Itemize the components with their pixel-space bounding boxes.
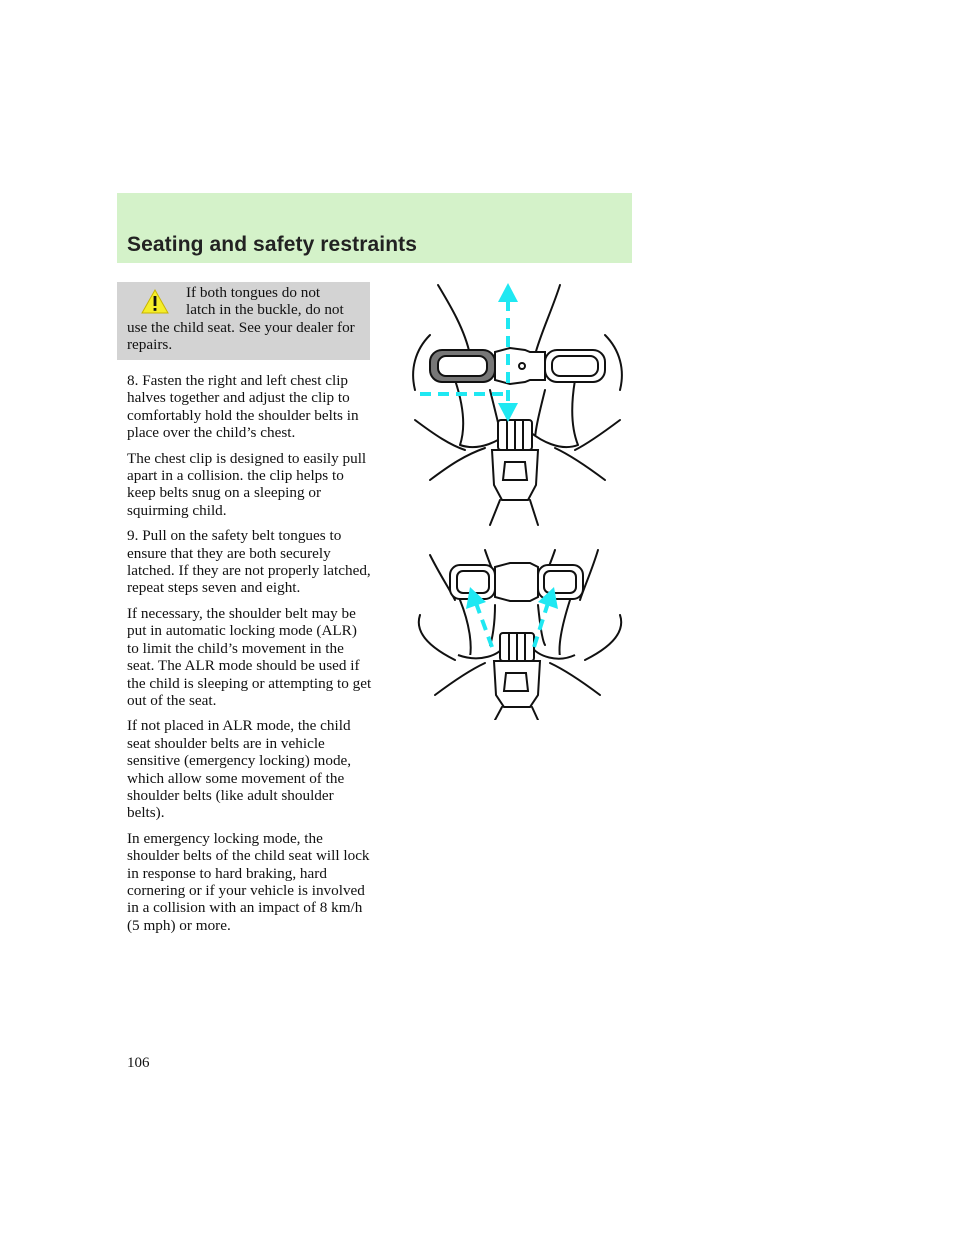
warning-line-2: latch in the buckle, do not xyxy=(186,301,344,319)
step-9-paragraph: 9. Pull on the safety belt tongues to en… xyxy=(127,527,371,597)
vehicle-sensitive-paragraph: If not placed in ALR mode, the child sea… xyxy=(127,717,352,822)
section-header-band: Seating and safety restraints xyxy=(117,193,632,263)
section-title: Seating and safety restraints xyxy=(127,233,417,256)
alr-mode-paragraph: If necessary, the shoulder belt may be p… xyxy=(127,604,372,709)
warning-triangle-icon xyxy=(141,288,169,314)
page-number: 106 xyxy=(127,1055,150,1071)
emergency-locking-paragraph: In emergency locking mode, the shoulder … xyxy=(127,829,370,934)
chest-clip-paragraph: The chest clip is designed to easily pul… xyxy=(127,449,367,519)
belt-tongues-pull-illustration xyxy=(417,549,623,720)
warning-rest: use the child seat. See your dealer for … xyxy=(127,318,355,354)
body-text-column: 8. Fasten the right and left chest clip … xyxy=(127,372,372,942)
step-8-paragraph: 8. Fasten the right and left chest clip … xyxy=(127,372,359,442)
warning-line-1: If both tongues do not xyxy=(186,284,321,301)
chest-clip-adjust-illustration xyxy=(412,283,623,526)
